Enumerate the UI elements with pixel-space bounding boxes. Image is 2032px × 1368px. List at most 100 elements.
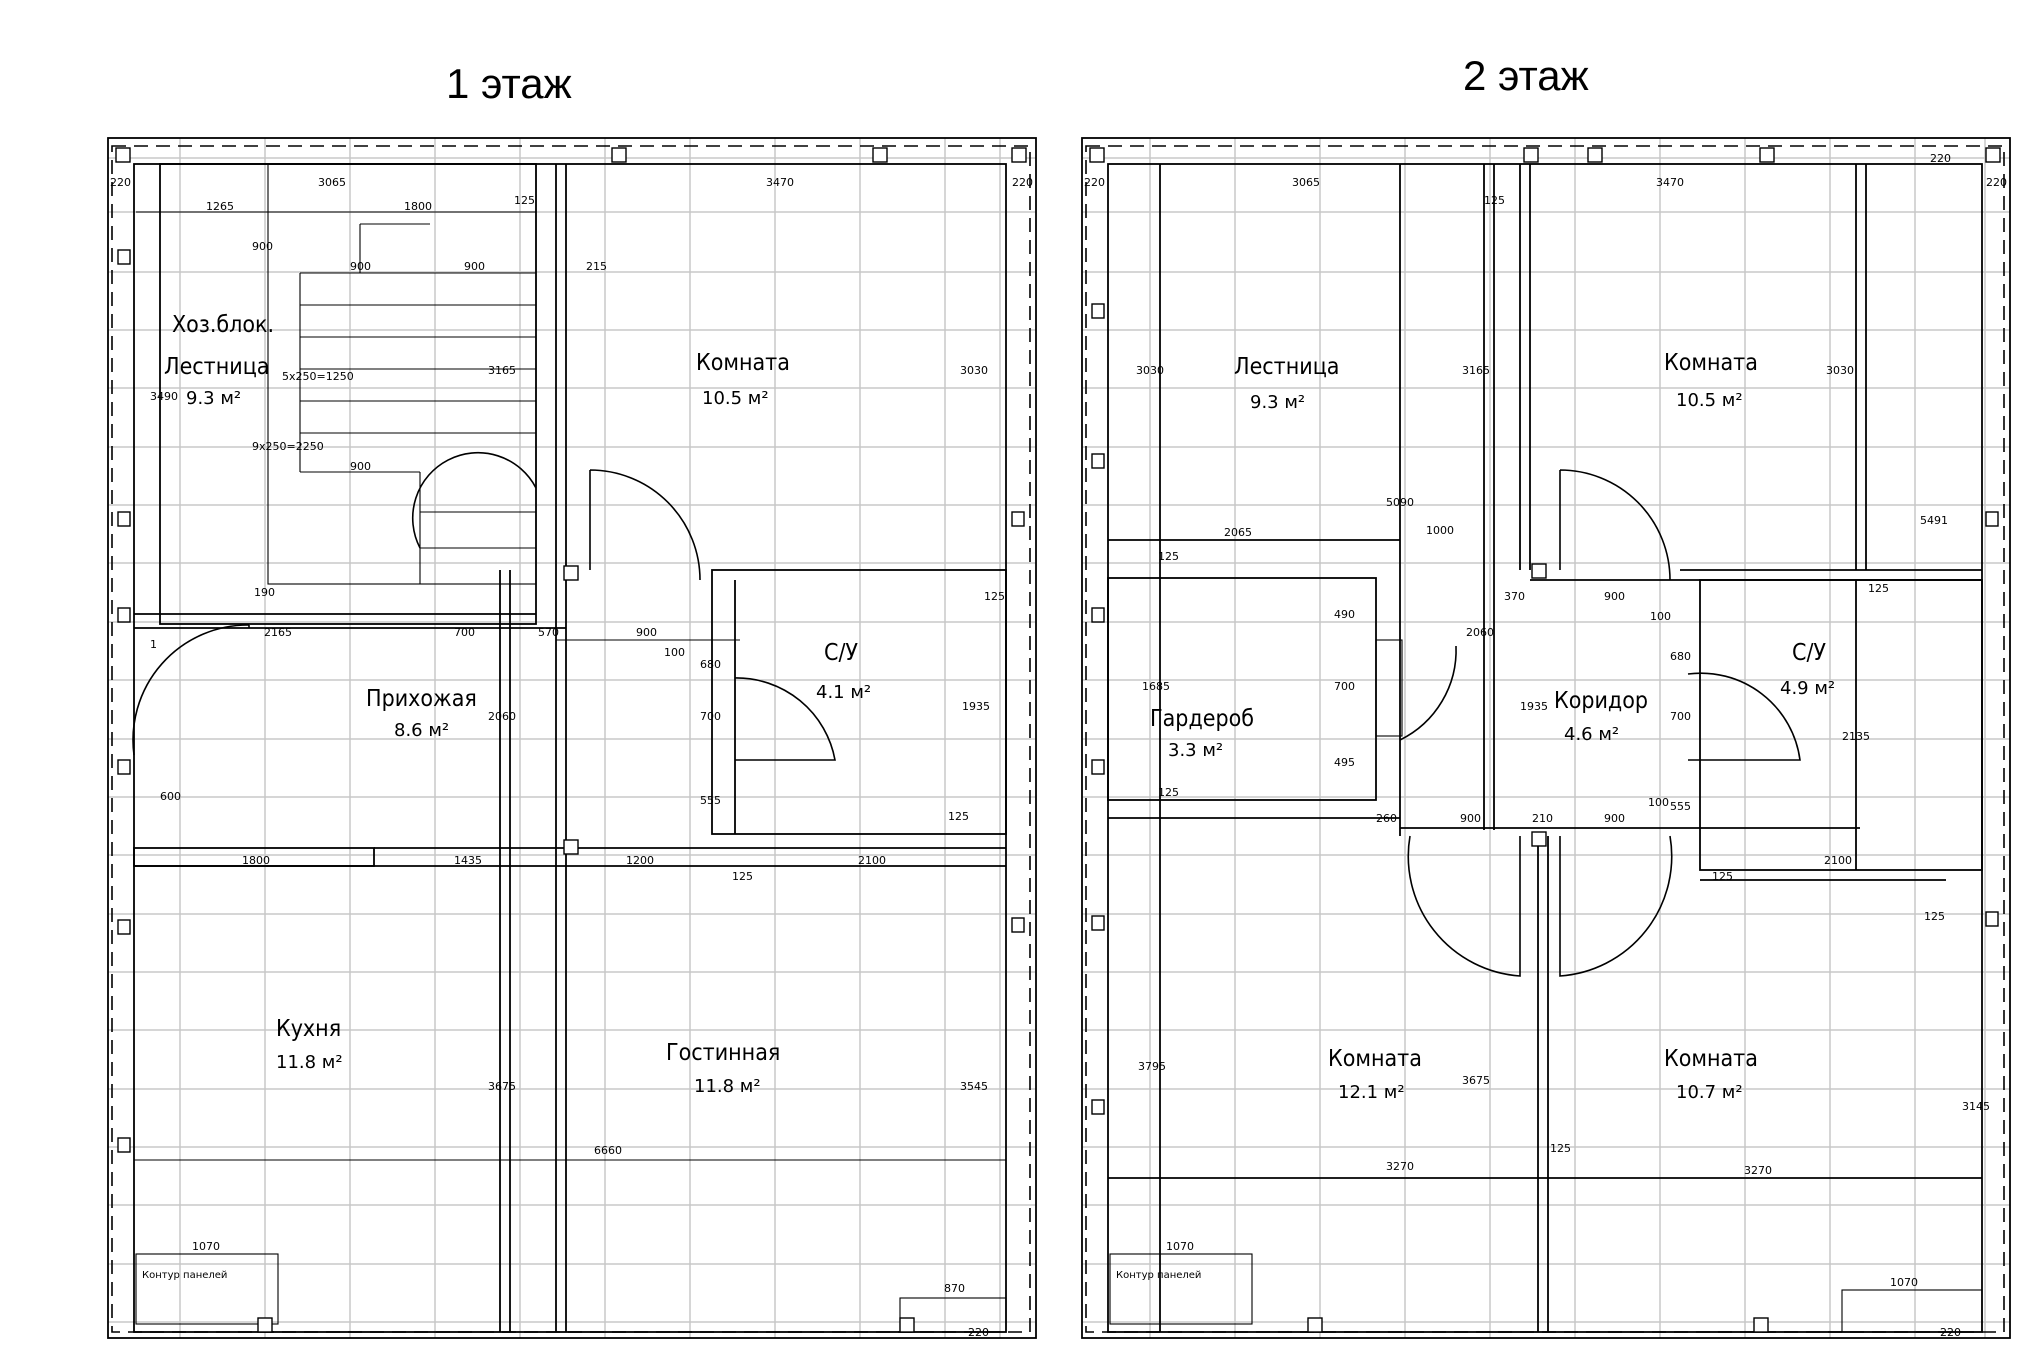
dimension-label: 1000	[1426, 524, 1454, 537]
dimension-label: 125	[1158, 550, 1179, 563]
dimension-label: 3490	[150, 390, 178, 403]
room-name: Комната	[1664, 1046, 1758, 1072]
dimension-label: 190	[254, 586, 275, 599]
dimension-label: 700	[1670, 710, 1691, 723]
dimension-label: 2135	[1842, 730, 1870, 743]
room-area: 10.7 м²	[1676, 1082, 1743, 1103]
dimension-label: 3470	[766, 176, 794, 189]
dimension-label: 125	[732, 870, 753, 883]
dimension-label: 3675	[1462, 1074, 1490, 1087]
dimension-label: 125	[1924, 910, 1945, 923]
room-area: 11.8 м²	[694, 1076, 761, 1097]
dimension-label: 3030	[960, 364, 988, 377]
dimension-label: 3470	[1656, 176, 1684, 189]
room-name: Комната	[1328, 1046, 1422, 1072]
dimension-label: 1685	[1142, 680, 1170, 693]
room-name: Гостинная	[666, 1040, 780, 1066]
dimension-label: 555	[700, 794, 721, 807]
room-name: Лестница	[164, 354, 269, 380]
dimension-label: 125	[1868, 582, 1889, 595]
dimension-label: 210	[1532, 812, 1553, 825]
floor-2-plan	[1081, 137, 2011, 1339]
dimension-label: 680	[700, 658, 721, 671]
dimension-label: 2165	[264, 626, 292, 639]
room-area: 11.8 м²	[276, 1052, 343, 1073]
floor-1-dimensions: 220 3065 3470 220 1265 1800 125 900 900 …	[110, 176, 1033, 1339]
dimension-label: 125	[1158, 786, 1179, 799]
dimension-label: 220	[110, 176, 131, 189]
dimension-label: 1265	[206, 200, 234, 213]
room-name: Хоз.блок.	[172, 312, 274, 338]
dimension-label: 125	[984, 590, 1005, 603]
dimension-label: 5х250=1250	[282, 370, 354, 383]
dimension-label: 5090	[1386, 496, 1414, 509]
dimension-label: 1070	[1166, 1240, 1194, 1253]
dimension-label: 3065	[318, 176, 346, 189]
room-area: 10.5 м²	[702, 388, 769, 409]
dimension-label: 490	[1334, 608, 1355, 621]
floor-1-room-labels: Хоз.блок. Лестница 9.3 м² Комната 10.5 м…	[142, 312, 871, 1281]
dimension-label: 1070	[192, 1240, 220, 1253]
dimension-label: 700	[454, 626, 475, 639]
dimension-label: 1800	[242, 854, 270, 867]
dimension-label: 3145	[1962, 1100, 1990, 1113]
dimension-label: 570	[538, 626, 559, 639]
room-area: 9.3 м²	[186, 388, 241, 409]
dimension-label: 2100	[1824, 854, 1852, 867]
room-area: 8.6 м²	[394, 720, 449, 741]
dimension-label: 1200	[626, 854, 654, 867]
dimension-label: 900	[1604, 812, 1625, 825]
dimension-label: 900	[636, 626, 657, 639]
dimension-label: 555	[1670, 800, 1691, 813]
room-area: 4.1 м²	[816, 682, 871, 703]
dimension-label: 3545	[960, 1080, 988, 1093]
floor-2-room-labels: Лестница 9.3 м² Комната 10.5 м² Гардероб…	[1116, 350, 1835, 1281]
room-area: 3.3 м²	[1168, 740, 1223, 761]
panel-contour-note: Контур панелей	[1116, 1270, 1201, 1281]
dimension-label: 260	[1376, 812, 1397, 825]
dimension-label: 1935	[962, 700, 990, 713]
dimension-label: 3030	[1826, 364, 1854, 377]
dimension-label: 3065	[1292, 176, 1320, 189]
dimension-label: 3030	[1136, 364, 1164, 377]
dimension-label: 900	[252, 240, 273, 253]
dimension-label: 900	[350, 460, 371, 473]
dimension-label: 125	[1712, 870, 1733, 883]
room-name: Комната	[1664, 350, 1758, 376]
floor-1-plan	[107, 137, 1037, 1339]
dimension-label: 495	[1334, 756, 1355, 769]
dimension-label: 900	[1460, 812, 1481, 825]
dimension-label: 3165	[488, 364, 516, 377]
dimension-label: 125	[514, 194, 535, 207]
dimension-label: 220	[1930, 152, 1951, 165]
dimension-label: 600	[160, 790, 181, 803]
floor-2-dimensions: 220 3065 125 3470 220 220 3030 3165 3030…	[1084, 152, 2007, 1339]
dimension-label: 5491	[1920, 514, 1948, 527]
dimension-label: 1435	[454, 854, 482, 867]
dimension-label: 900	[464, 260, 485, 273]
room-area: 10.5 м²	[1676, 390, 1743, 411]
panel-contour-note: Контур панелей	[142, 1270, 227, 1281]
dimension-label: 2065	[1224, 526, 1252, 539]
room-name: С/У	[824, 640, 858, 666]
dimension-label: 3270	[1386, 1160, 1414, 1173]
dimension-label: 125	[1484, 194, 1505, 207]
dimension-label: 1935	[1520, 700, 1548, 713]
dimension-label: 870	[944, 1282, 965, 1295]
dimension-label: 220	[968, 1326, 989, 1339]
dimension-label: 215	[586, 260, 607, 273]
room-name: Лестница	[1234, 354, 1339, 380]
dimension-label: 6660	[594, 1144, 622, 1157]
room-name: Прихожая	[366, 686, 477, 712]
dimension-label: 1	[150, 638, 157, 651]
room-name: С/У	[1792, 640, 1826, 666]
room-name: Коридор	[1554, 688, 1648, 714]
dimension-label: 2100	[858, 854, 886, 867]
room-area: 4.9 м²	[1780, 678, 1835, 699]
dimension-label: 900	[350, 260, 371, 273]
floor-1-grid	[108, 138, 1036, 1338]
dimension-label: 900	[1604, 590, 1625, 603]
dimension-label: 125	[948, 810, 969, 823]
dimension-label: 220	[1940, 1326, 1961, 1339]
